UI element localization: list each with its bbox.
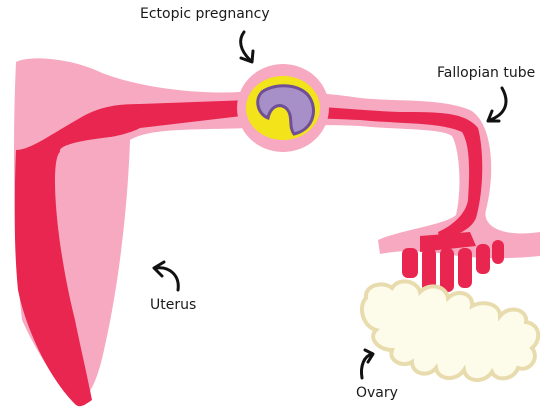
ovary <box>362 281 538 380</box>
uterus-arrow-icon <box>154 262 178 290</box>
ovary-arrow-icon <box>361 350 373 378</box>
ovary-label: Ovary <box>356 386 398 400</box>
fallopian-tube-label: Fallopian tube <box>437 66 535 80</box>
ectopic-pregnancy-label: Ectopic pregnancy <box>140 7 270 21</box>
tube-arrow-icon <box>488 88 506 121</box>
uterus-label: Uterus <box>150 298 196 312</box>
uterus-wall <box>15 100 250 406</box>
ectopic-arrow-icon <box>241 32 253 62</box>
